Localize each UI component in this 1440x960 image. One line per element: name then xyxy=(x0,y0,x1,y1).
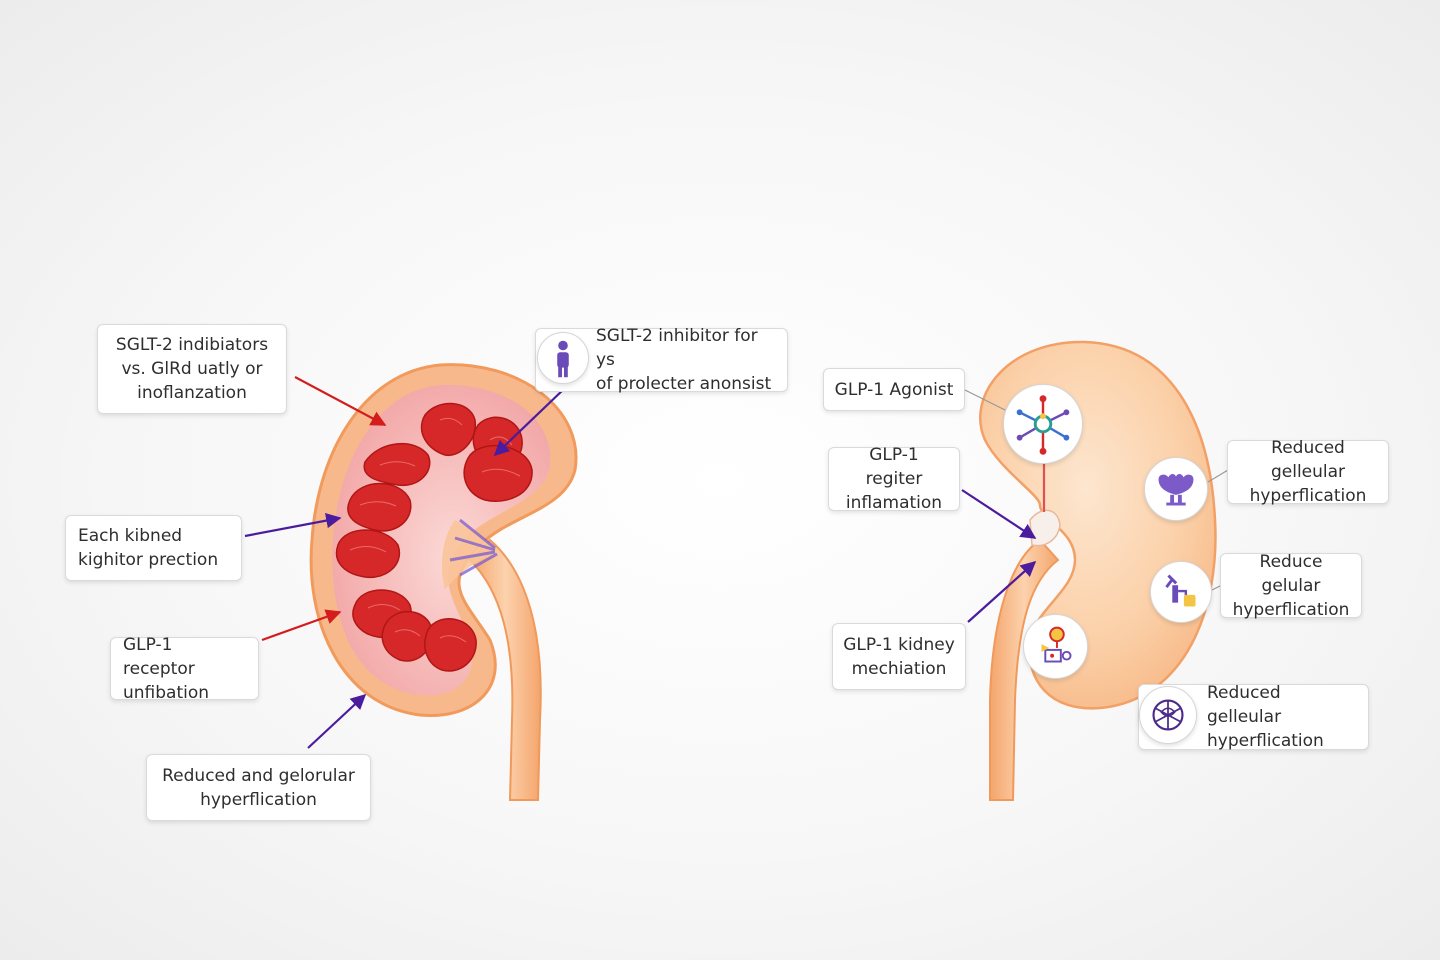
right-ureter xyxy=(989,538,1060,801)
label-line: GLP-1 kidney xyxy=(843,634,955,655)
label-line: vs. GlRd uatly or xyxy=(121,359,263,379)
label-glp1-kidney: GLP-1 kidney mechiation xyxy=(832,623,966,690)
label-line: hyperflication xyxy=(1249,486,1367,506)
molecule-icon xyxy=(1003,384,1083,464)
label-line: GLP-1 Agonist xyxy=(834,379,954,400)
label-line: Each kibned xyxy=(78,526,183,546)
label-line: Reduced gelleular xyxy=(1207,683,1282,727)
label-line: of prolecter anonsist xyxy=(596,374,772,394)
cell-cluster-icon xyxy=(1023,614,1088,679)
left-renal-vessels xyxy=(449,518,498,577)
label-glp1-receptor: GLP-1 receptor unfibation xyxy=(110,635,259,703)
label-glp1-regiter: GLP-1 regiter inflamation xyxy=(828,445,960,513)
signaling-icon xyxy=(1150,561,1212,623)
left-arrows xyxy=(244,376,566,749)
label-line: SGLT-2 inhibitor for ys xyxy=(596,326,758,370)
label-line: Reduce gelular xyxy=(1259,551,1323,596)
label-line: inoflanzation xyxy=(137,383,247,403)
label-sglt2-indibiators: SGLT-2 indibiators vs. GlRd uatly or ino… xyxy=(97,324,287,414)
label-reduced-gelleular-1: Reduced gelleular hyperflication xyxy=(1227,438,1389,506)
label-line: mechiation xyxy=(851,658,947,679)
label-line: GLP-1 regiter xyxy=(865,445,923,489)
label-line: inflamation xyxy=(845,493,943,513)
label-line: kighitor prection xyxy=(78,550,219,570)
label-reduce-gelular: Reduce gelular hyperflication xyxy=(1220,551,1362,620)
label-glp1-agonist: GLP-1 Agonist xyxy=(823,368,965,411)
receptor-icon xyxy=(1144,457,1208,521)
left-renal-pyramids xyxy=(335,402,533,672)
label-line: hyperflication xyxy=(1232,599,1350,620)
label-line: SGLT-2 indibiators xyxy=(115,335,269,355)
label-each-kibned: Each kibned kighitor prection xyxy=(65,515,242,581)
left-kidney xyxy=(309,363,578,801)
label-line: Reduced and gelorular xyxy=(162,765,355,786)
left-ureter xyxy=(468,538,542,801)
label-line: hyperflication xyxy=(1207,731,1324,751)
glomerulus-icon xyxy=(1139,686,1197,744)
label-line: hyperflication xyxy=(200,789,317,810)
person-icon xyxy=(537,332,589,384)
right-arrows xyxy=(961,389,1229,623)
label-line: unfibation xyxy=(123,682,210,703)
label-reduced-and-gelorular: Reduced and gelorular hyperflication xyxy=(146,754,371,821)
label-line: Reduced gelleular xyxy=(1270,438,1346,482)
label-line: GLP-1 receptor xyxy=(123,634,195,679)
right-kidney-hilum xyxy=(1029,509,1061,547)
